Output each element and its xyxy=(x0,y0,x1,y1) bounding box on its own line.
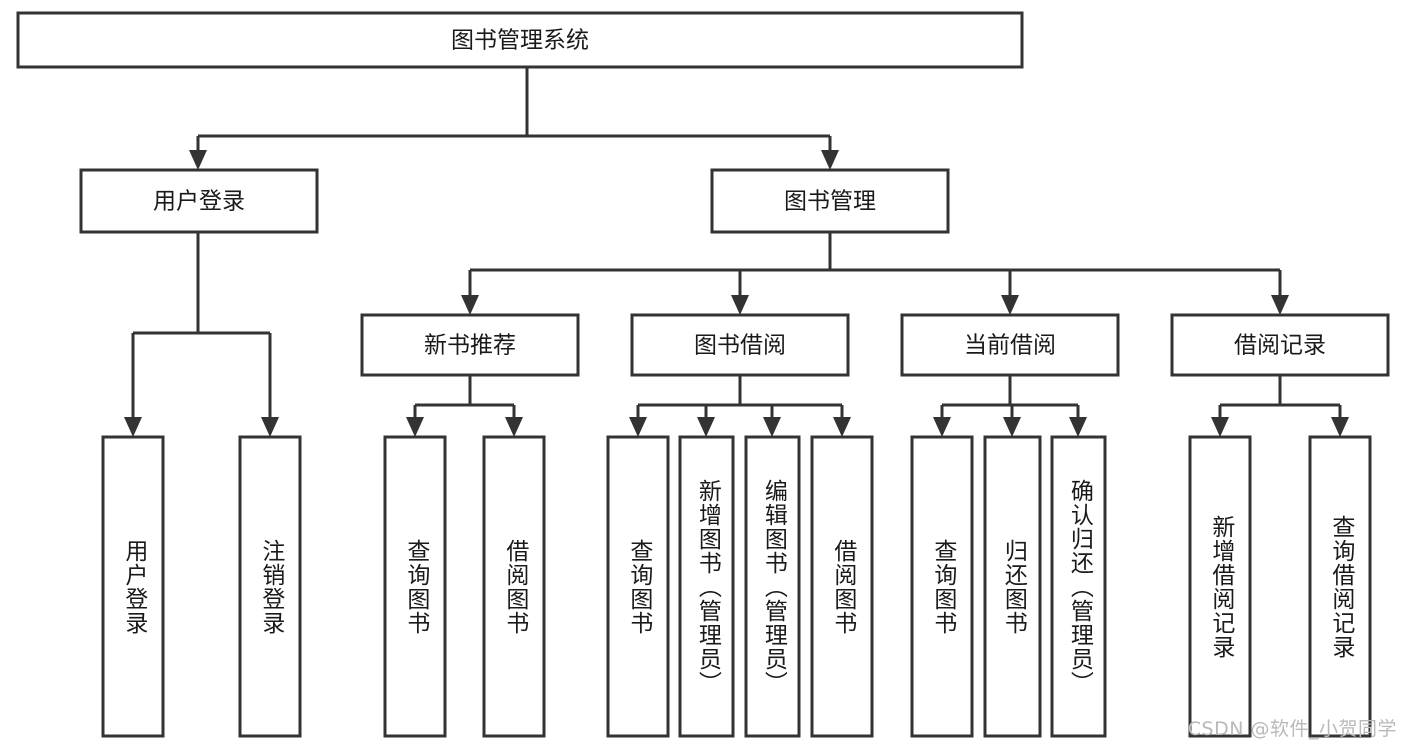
node-user-login-box[interactable] xyxy=(79,168,319,234)
node-book-borrow-box[interactable] xyxy=(630,313,850,377)
arrow-head-icon xyxy=(1069,417,1087,437)
node-book-management-box[interactable] xyxy=(710,168,950,234)
arrow-head-icon xyxy=(406,417,424,437)
node-book-management-label: 图书管理 xyxy=(784,189,876,215)
node-leaf-logout-login-box[interactable] xyxy=(238,435,302,738)
node-leaf-query-book-recommend-box[interactable] xyxy=(383,435,447,738)
arrow-head-icon xyxy=(629,417,647,437)
node-leaf-add-book-admin-box[interactable] xyxy=(678,435,735,738)
arrow-head-icon xyxy=(763,417,781,437)
node-leaf-query-book-borrow-box[interactable] xyxy=(606,435,670,738)
arrow-head-icon xyxy=(189,150,207,170)
arrow-head-icon xyxy=(1211,417,1229,437)
node-new-book-recommend-box[interactable] xyxy=(360,313,580,377)
node-leaf-return-book-box[interactable] xyxy=(983,435,1042,738)
node-leaf-edit-book-admin-box[interactable] xyxy=(744,435,801,738)
node-leaf-query-borrow-record-box[interactable] xyxy=(1308,435,1372,738)
node-root-label: 图书管理系统 xyxy=(451,28,589,54)
arrow-head-icon xyxy=(1271,295,1289,315)
arrow-head-icon xyxy=(505,417,523,437)
node-leaf-borrow-book-recommend-box[interactable] xyxy=(482,435,546,738)
node-leaf-borrow-book-box[interactable] xyxy=(810,435,874,738)
arrow-head-icon xyxy=(697,417,715,437)
watermark-text: CSDN @软件_小贺同学 xyxy=(1187,718,1397,740)
arrow-head-icon xyxy=(461,295,479,315)
node-new-book-recommend-label: 新书推荐 xyxy=(424,333,516,359)
node-user-login-label: 用户登录 xyxy=(153,189,245,215)
node-leaf-confirm-return-admin-box[interactable] xyxy=(1050,435,1107,738)
arrow-head-icon xyxy=(124,417,142,437)
node-leaf-user-login-box[interactable] xyxy=(101,435,165,738)
arrow-head-icon xyxy=(1001,295,1019,315)
node-root-box[interactable] xyxy=(16,11,1024,69)
arrow-head-icon xyxy=(821,150,839,170)
node-borrow-record-box[interactable] xyxy=(1170,313,1390,377)
node-leaf-add-borrow-record-box[interactable] xyxy=(1188,435,1252,738)
node-leaf-query-book-current-box[interactable] xyxy=(910,435,974,738)
arrow-head-icon xyxy=(261,417,279,437)
node-borrow-record-label: 借阅记录 xyxy=(1234,333,1326,359)
arrow-head-icon xyxy=(833,417,851,437)
node-current-borrow-label: 当前借阅 xyxy=(964,333,1056,359)
node-book-borrow-label: 图书借阅 xyxy=(694,333,786,359)
node-current-borrow-box[interactable] xyxy=(900,313,1120,377)
arrow-head-icon xyxy=(731,295,749,315)
arrow-head-icon xyxy=(1003,417,1021,437)
arrow-head-icon xyxy=(933,417,951,437)
arrow-head-icon xyxy=(1331,417,1349,437)
